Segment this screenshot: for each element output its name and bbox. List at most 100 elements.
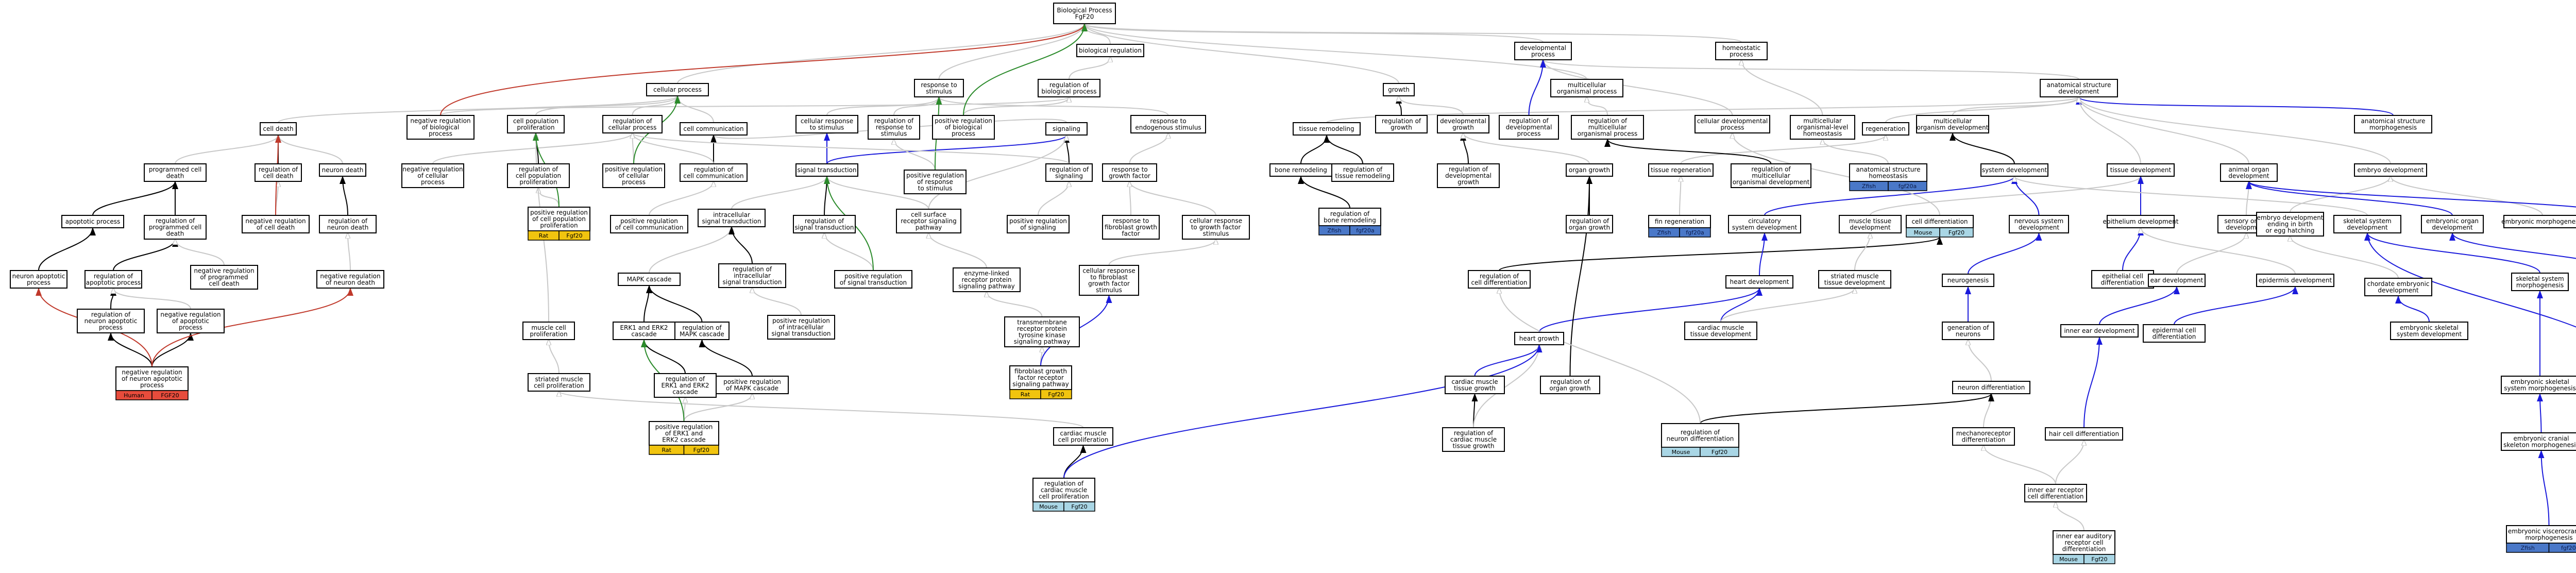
node-tissueremod[interactable]: tissue remodeling bbox=[1293, 122, 1361, 136]
node-bioreg[interactable]: biological regulation bbox=[1076, 44, 1144, 57]
node-heartdev[interactable]: heart development bbox=[1725, 275, 1793, 289]
node-sigtrans[interactable]: signal transduction bbox=[795, 163, 858, 177]
node-celldeath[interactable]: cell death bbox=[260, 122, 297, 136]
node-innereardev[interactable]: inner ear development bbox=[2060, 324, 2139, 338]
node-neurondeath[interactable]: neuron death bbox=[319, 163, 366, 177]
node-apop[interactable]: apoptotic process bbox=[61, 215, 124, 228]
node-tissuereg[interactable]: tissue regeneration bbox=[1648, 163, 1714, 177]
node-heartgrowth[interactable]: heart growth bbox=[1514, 332, 1564, 345]
node-epidermisdev[interactable]: epidermis development bbox=[2256, 274, 2334, 287]
node-eardev[interactable]: ear development bbox=[2148, 274, 2206, 287]
node-embryodev[interactable]: embryo development bbox=[2354, 163, 2427, 177]
node-signaling[interactable]: signaling bbox=[1045, 122, 1088, 136]
node-sysdev[interactable]: system development bbox=[1980, 163, 2048, 177]
node-cellproc[interactable]: cellular process bbox=[646, 83, 709, 96]
node-haircelldiff[interactable]: hair cell differentiation bbox=[2045, 427, 2123, 441]
node-epithdev[interactable]: epithelium development bbox=[2103, 215, 2179, 228]
node-organgrowth[interactable]: organ growth bbox=[1566, 163, 1613, 177]
node-neurogenesis[interactable]: neurogenesis bbox=[1942, 274, 1994, 287]
node-tissuedev[interactable]: tissue development bbox=[2107, 163, 2175, 177]
node-neurondiff[interactable]: neuron differentiation bbox=[1952, 381, 2030, 394]
node-cellcomm[interactable]: cell communication bbox=[680, 122, 748, 136]
node-bonemod[interactable]: bone remodeling bbox=[1269, 163, 1332, 177]
node-embryoviscero[interactable]: embryonic viscerocraniummorphogenesisZfi… bbox=[2506, 525, 2576, 553]
node-mapk[interactable]: MAPK cascade bbox=[618, 273, 681, 286]
